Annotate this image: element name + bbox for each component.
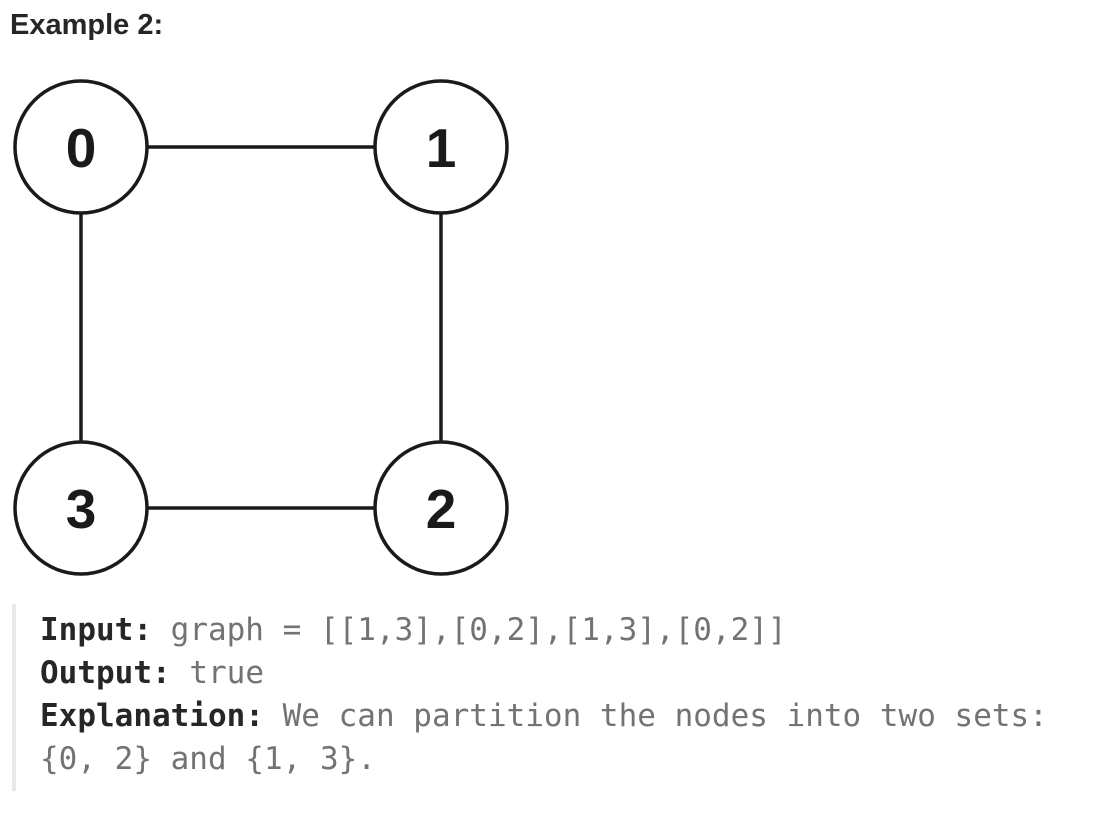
- output-line: Output: true: [40, 652, 1080, 695]
- output-label: Output:: [40, 655, 171, 691]
- graph-node-label-0: 0: [66, 117, 97, 179]
- graph-node-2: [373, 440, 509, 576]
- graph-node-3: [13, 440, 149, 576]
- graph-node-1: [373, 79, 509, 215]
- graph-node-label-2: 2: [426, 478, 457, 540]
- explanation-line: Explanation: We can partition the nodes …: [40, 695, 1080, 781]
- input-value: graph = [[1,3],[0,2],[1,3],[0,2]]: [170, 612, 787, 648]
- input-line: Input: graph = [[1,3],[0,2],[1,3],[0,2]]: [40, 609, 1080, 652]
- example-code-block: Input: graph = [[1,3],[0,2],[1,3],[0,2]]…: [12, 604, 1080, 791]
- graph-diagram: 0 1 2 3: [13, 79, 509, 576]
- example-heading: Example 2:: [10, 9, 164, 41]
- explanation-value: We can partition the nodes into two sets…: [40, 698, 1067, 777]
- output-value: true: [189, 655, 264, 691]
- graph-node-label-1: 1: [426, 117, 457, 179]
- explanation-label: Explanation:: [40, 698, 264, 734]
- graph-node-0: [13, 79, 149, 215]
- input-label: Input:: [40, 612, 152, 648]
- graph-node-label-3: 3: [66, 478, 97, 540]
